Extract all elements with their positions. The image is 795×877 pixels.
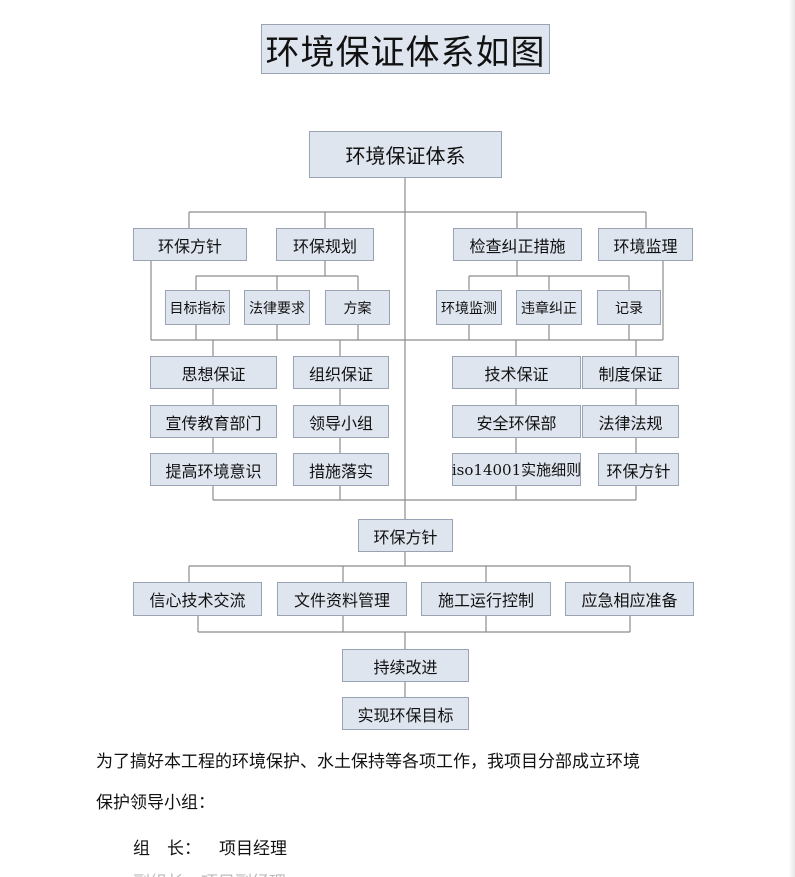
node-thought-guarantee: 思想保证 (150, 356, 277, 389)
node-org-guarantee: 组织保证 (293, 356, 389, 389)
node-plan: 方案 (325, 290, 390, 325)
node-tech-exchange: 信心技术交流 (133, 582, 262, 616)
paragraph-line-2: 保护领导小组： (96, 793, 215, 813)
node-legal: 法律要求 (244, 290, 310, 325)
node-continuous-improve: 持续改进 (342, 649, 469, 682)
node-implementation: 措施落实 (293, 453, 389, 486)
node-iso-rules: iso14001实施细则 (452, 453, 581, 486)
node-root: 环境保证体系 (309, 131, 502, 178)
member-line: 组 长： 项目经理 (133, 834, 287, 859)
node-policy-center: 环保方针 (358, 519, 453, 552)
node-laws: 法律法规 (582, 405, 679, 438)
node-document-mgmt: 文件资料管理 (277, 582, 407, 616)
node-supervision: 环境监理 (598, 228, 693, 261)
member-role: 组 长： (133, 839, 201, 859)
node-operation-control: 施工运行控制 (421, 582, 551, 616)
node-awareness: 提高环境意识 (150, 453, 277, 486)
partial-text-line: 副组长：项目副经理 (133, 868, 293, 877)
node-emergency-prep: 应急相应准备 (565, 582, 694, 616)
node-target: 目标指标 (165, 290, 230, 325)
node-system-guarantee: 制度保证 (582, 356, 679, 389)
node-safety-dept: 安全环保部 (452, 405, 581, 438)
node-violation: 违章纠正 (516, 290, 582, 325)
node-goal: 实现环保目标 (342, 697, 469, 730)
node-planning: 环保规划 (276, 228, 374, 261)
node-record: 记录 (597, 290, 661, 325)
node-policy-2: 环保方针 (598, 453, 679, 486)
node-education-dept: 宣传教育部门 (150, 405, 277, 438)
node-tech-guarantee: 技术保证 (452, 356, 581, 389)
node-leader-group: 领导小组 (293, 405, 389, 438)
member-name: 项目经理 (219, 839, 287, 859)
paragraph-line-1: 为了搞好本工程的环境保护、水土保持等各项工作，我项目分部成立环境 (96, 752, 640, 772)
page-edge (789, 0, 795, 877)
node-policy: 环保方针 (133, 228, 247, 261)
connector-lines (150, 177, 664, 697)
page-title: 环境保证体系如图 (261, 24, 550, 74)
node-monitoring: 环境监测 (436, 290, 502, 325)
node-check-correct: 检查纠正措施 (453, 228, 582, 261)
